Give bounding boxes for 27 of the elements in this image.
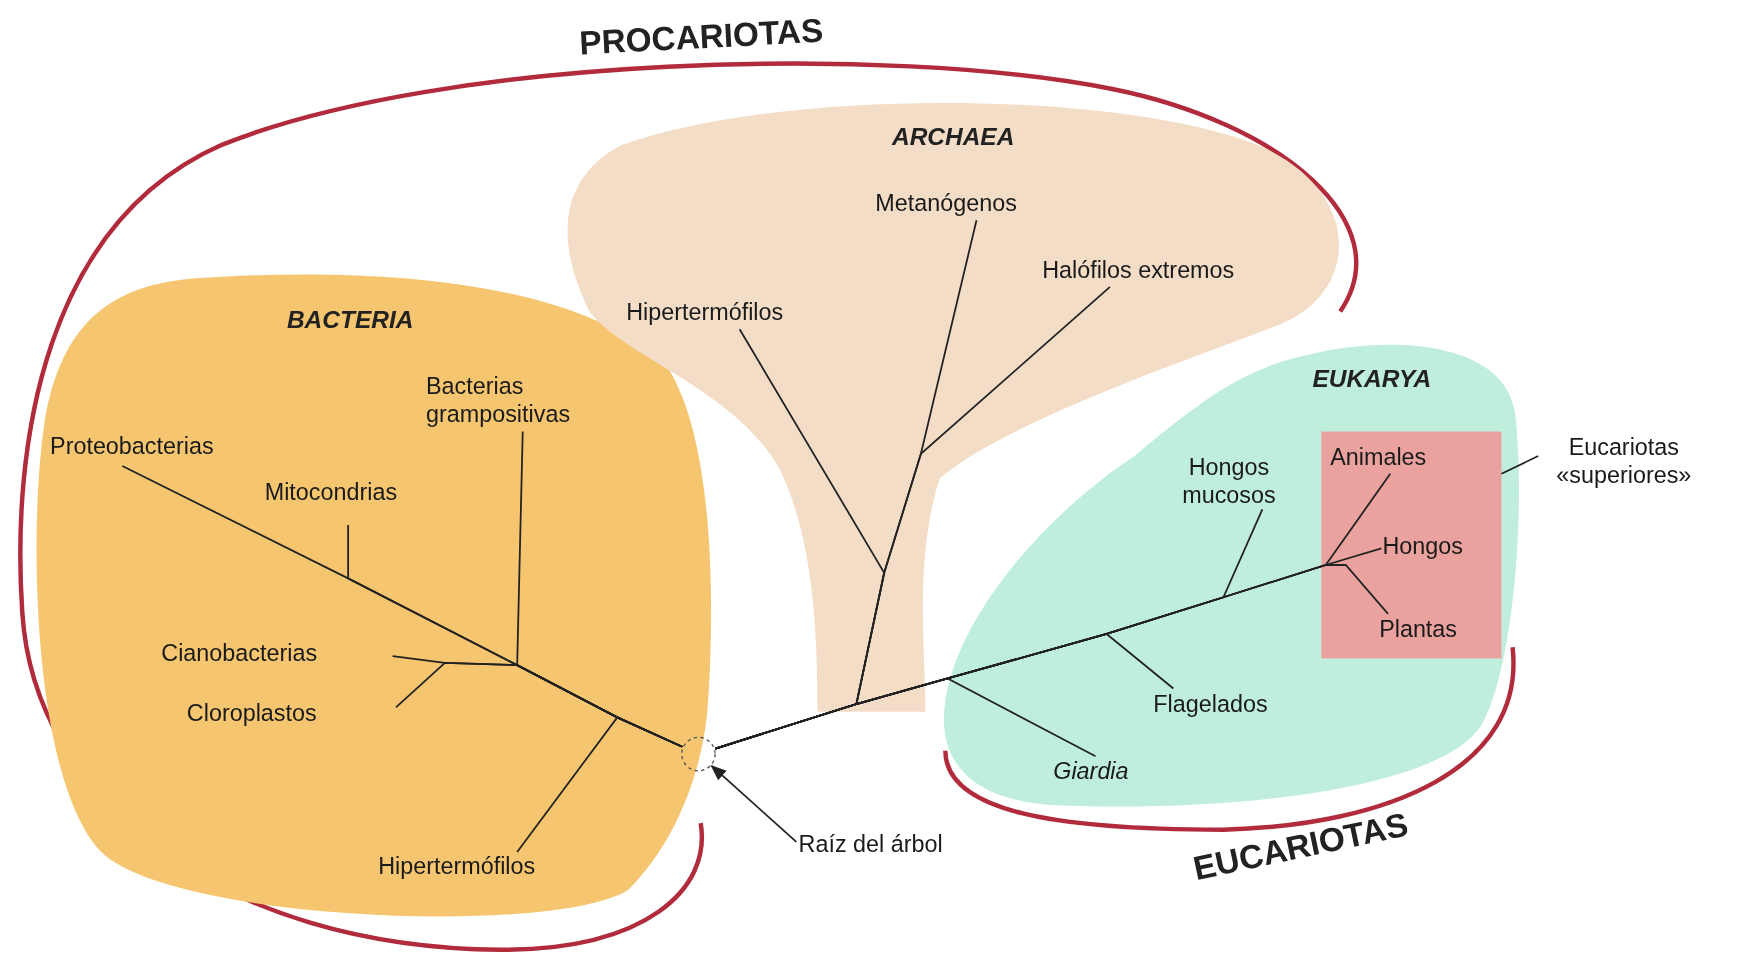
taxon-label: Metanógenos bbox=[875, 189, 1017, 217]
highlight-box bbox=[1321, 431, 1502, 659]
taxon-label: Hipertermófilos bbox=[378, 851, 536, 880]
taxon-label: Cloroplastos bbox=[186, 698, 317, 727]
annotation-label: Eucariotas «superiores» bbox=[1534, 432, 1713, 489]
group-label: PROCARIOTAS bbox=[578, 11, 825, 63]
taxon-label: Mitocondrias bbox=[264, 478, 398, 507]
taxon-label: Flagelados bbox=[1153, 689, 1268, 718]
tree-branch bbox=[714, 677, 1097, 758]
leader-line bbox=[1500, 455, 1540, 475]
taxon-label: Hipertermófilos bbox=[626, 298, 784, 326]
taxon-label: Cianobacterias bbox=[161, 638, 318, 667]
taxon-label: Plantas bbox=[1379, 615, 1458, 643]
domain-heading: BACTERIA bbox=[286, 305, 414, 335]
arrow bbox=[710, 764, 798, 843]
taxon-label: Hongos mucosos bbox=[1156, 452, 1302, 509]
taxon-label: Hongos bbox=[1382, 531, 1463, 560]
taxon-label: Bacterias grampositivas bbox=[425, 371, 649, 428]
taxon-label: Proteobacterias bbox=[50, 431, 214, 460]
domain-heading: EUKARYA bbox=[1312, 364, 1432, 394]
tree-branch bbox=[516, 716, 684, 853]
taxon-label: Animales bbox=[1330, 442, 1427, 471]
taxon-label: Halófilos extremos bbox=[1042, 255, 1235, 284]
domain-heading: ARCHAEA bbox=[892, 122, 1015, 152]
annotation-label: Raíz del árbol bbox=[798, 829, 943, 858]
root-circle bbox=[680, 736, 717, 772]
taxon-label: Giardia bbox=[1053, 756, 1129, 785]
